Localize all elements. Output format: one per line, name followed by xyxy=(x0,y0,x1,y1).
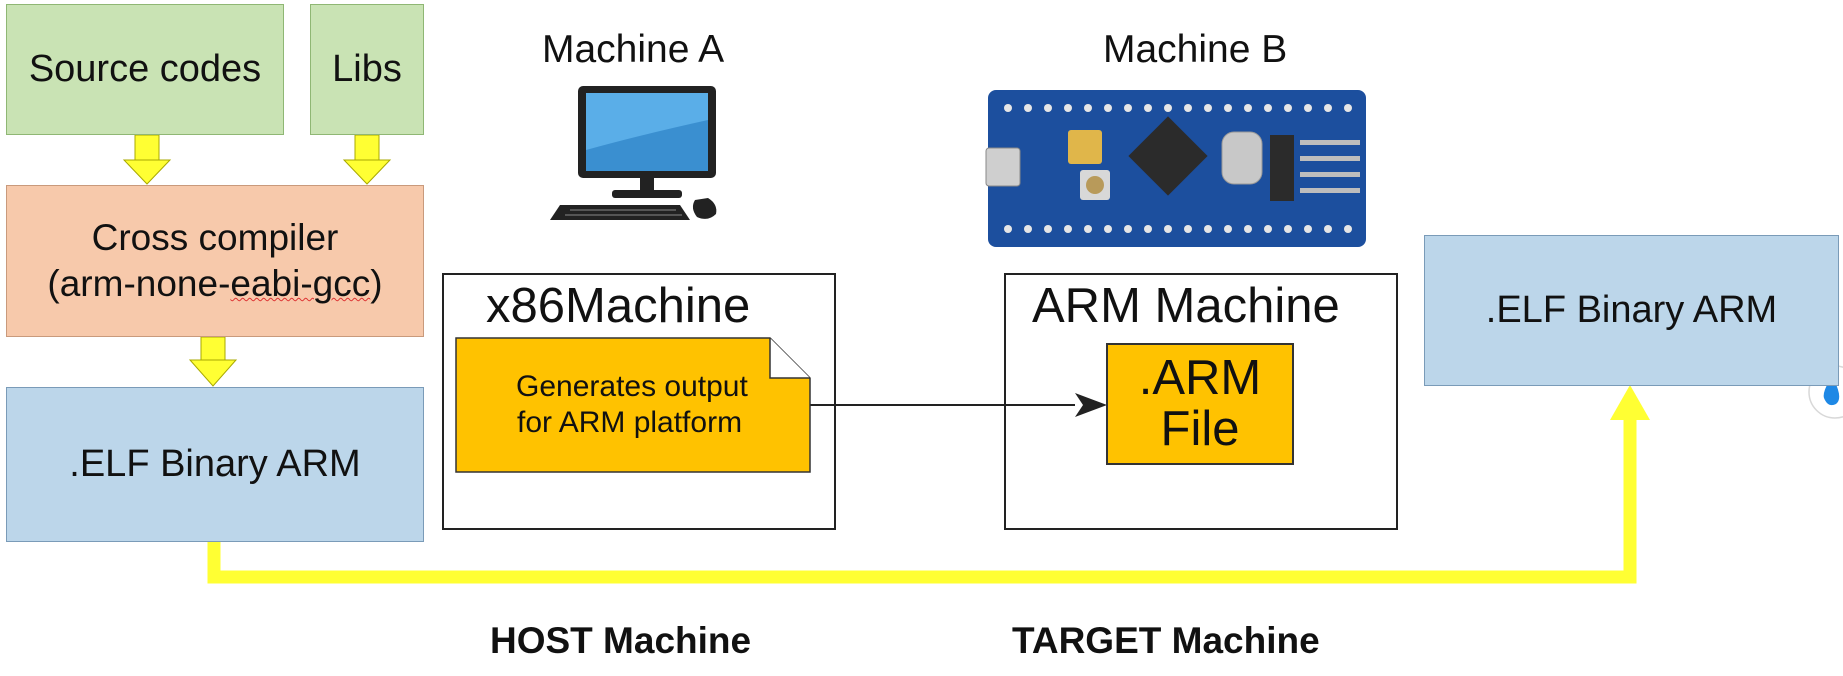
cross-compiler-command: (arm-none-eabi-gcc) xyxy=(47,263,383,304)
output-arrowhead xyxy=(1075,393,1107,417)
flow-line xyxy=(207,418,1637,584)
cross-compiler-box: Cross compiler (arm-none-eabi-gcc) xyxy=(6,185,424,337)
note-text-line2: for ARM platform xyxy=(517,406,743,439)
source-codes-box: Source codes xyxy=(6,4,284,135)
note-fold xyxy=(769,338,810,379)
note-text-line1: Generates output xyxy=(516,370,748,403)
host-machine-label: HOST Machine xyxy=(490,620,752,661)
machine-b-title: Machine B xyxy=(1103,28,1288,71)
arrow-compiler-to-elf xyxy=(188,336,238,387)
source-codes-label: Source codes xyxy=(28,48,262,90)
spellcheck-underlined-text: eabi-gcc xyxy=(230,263,371,304)
arm-file-box: .ARM File xyxy=(1106,343,1294,465)
note-shape xyxy=(455,337,811,473)
host-elf-binary-label: .ELF Binary ARM xyxy=(69,443,361,485)
host-elf-binary-box: .ELF Binary ARM xyxy=(6,387,424,542)
arm-file-label: .ARM File xyxy=(1138,350,1262,456)
libs-label: Libs xyxy=(332,48,402,90)
arrow-source-to-compiler xyxy=(122,134,172,185)
cross-compiler-title: Cross compiler xyxy=(91,216,339,258)
target-elf-binary-label: .ELF Binary ARM xyxy=(1485,289,1778,331)
arm-machine-title: ARM Machine xyxy=(1032,279,1340,333)
x86-machine-frame xyxy=(442,273,836,530)
flow-arrowhead xyxy=(1610,385,1650,420)
machine-a-title: Machine A xyxy=(542,28,725,71)
arm-machine-frame xyxy=(1004,273,1398,530)
target-machine-label: TARGET Machine xyxy=(1012,620,1320,661)
target-elf-binary-box: .ELF Binary ARM xyxy=(1424,235,1839,386)
arrow-libs-to-compiler xyxy=(342,134,392,185)
x86-machine-title: x86Machine xyxy=(486,279,751,333)
microcontroller-board-icon xyxy=(985,90,1366,247)
desktop-computer-icon xyxy=(550,86,717,220)
libs-box: Libs xyxy=(310,4,424,135)
